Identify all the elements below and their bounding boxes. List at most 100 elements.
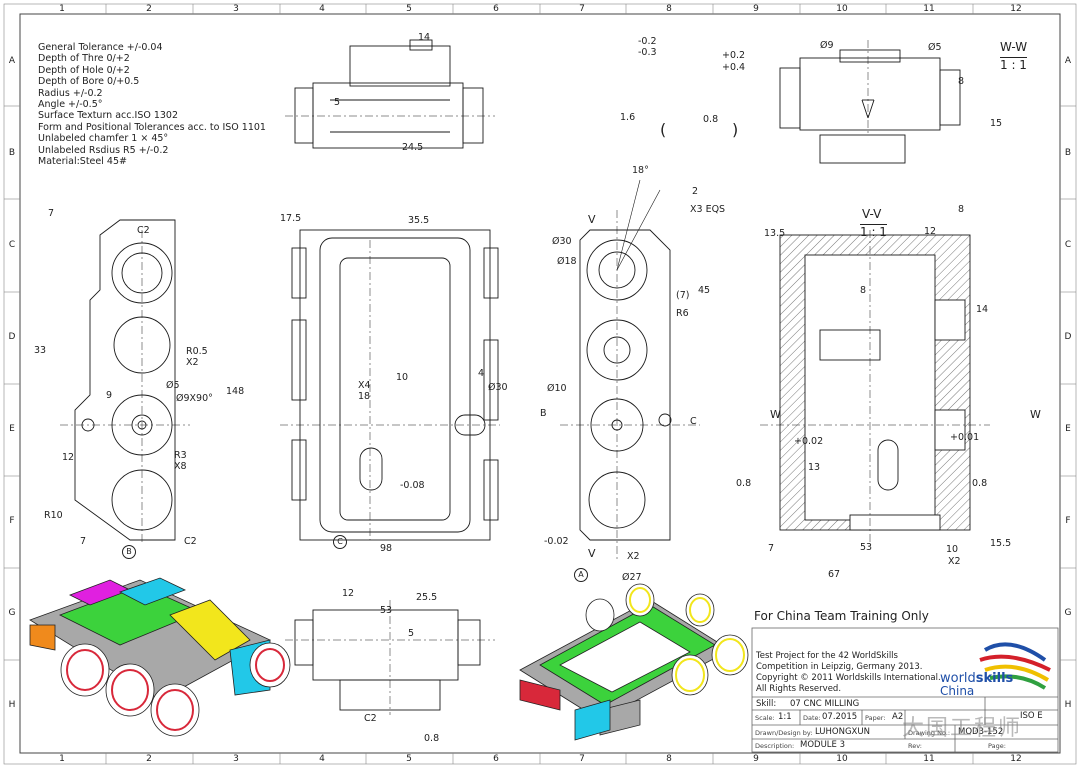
designer-label: Drawn/Design by: — [755, 729, 813, 737]
dim-label: -0.02 — [544, 536, 569, 547]
dim-label: X2 — [186, 357, 199, 368]
grid-row-g: G — [8, 608, 16, 618]
dim-label: X4 — [358, 380, 371, 391]
grid-row-d-right: D — [1064, 332, 1072, 342]
dim-label: 8 — [860, 285, 867, 296]
grid-ticks — [4, 4, 1076, 764]
dim-label: 148 — [226, 386, 245, 397]
dim-label: 98 — [380, 543, 393, 554]
note-line: Angle +/-0.5° — [38, 99, 103, 111]
dim-label: 14 — [976, 304, 989, 315]
dim-label: 24.5 — [402, 142, 424, 153]
dim-label: 12 — [342, 588, 355, 599]
bottom-view — [285, 600, 495, 715]
worldskills-logo-graphic — [979, 642, 1051, 690]
dim-label: 7 — [80, 536, 87, 547]
dim-label: C2 — [364, 713, 377, 724]
dim-label: X3 EQS — [690, 204, 726, 215]
note-line: General Tolerance +/-0.04 — [38, 42, 163, 53]
dim-label: 8 — [958, 76, 965, 87]
grid-col-6: 6 — [493, 4, 499, 14]
dim-label: R3 — [174, 450, 187, 461]
dim-label: C2 — [184, 536, 197, 547]
grid-row-d: D — [8, 332, 16, 342]
project-line: Test Project for the 42 WorldSkills — [756, 651, 898, 661]
dim-label: 18 — [358, 391, 371, 402]
grid-row-e-right: E — [1065, 424, 1071, 434]
grid-col-4-bottom: 4 — [319, 754, 325, 764]
paper-label: Paper: — [865, 714, 886, 722]
note-line: Material:Steel 45# — [38, 156, 127, 168]
datum-b: B — [122, 545, 136, 559]
dim-label: 0.8 — [424, 733, 440, 744]
section-ww-view — [779, 40, 961, 164]
note-line: Form and Positional Tolerances acc. to I… — [38, 121, 266, 133]
section-vv-scale: 1 : 1 — [860, 224, 887, 239]
note-line: Radius +/-0.2 — [38, 87, 103, 99]
dim-label: 7 — [48, 208, 55, 219]
grid-row-f: F — [9, 516, 15, 526]
banner-text: For China Team Training Only — [754, 609, 929, 623]
dim-label: 0.8 — [972, 478, 988, 489]
drawing-no-label: Drawing No.: — [908, 729, 951, 737]
grid-col-12-bottom: 12 — [1010, 754, 1022, 764]
dim-label: 15.5 — [990, 538, 1012, 549]
datum-a: A — [574, 568, 588, 582]
grid-col-10-bottom: 10 — [836, 754, 848, 764]
grid-col-10: 10 — [836, 4, 848, 14]
project-line: Copyright © 2011 Worldskills Internation… — [756, 673, 941, 683]
dim-label: 0.8 — [736, 478, 752, 489]
dim-label: R6 — [676, 308, 689, 319]
grid-col-2: 2 — [146, 4, 152, 14]
dim-label: Ø30 — [552, 236, 572, 247]
rev-label: Rev: — [908, 742, 922, 750]
dim-label: Ø5 — [166, 380, 180, 391]
grid-col-5: 5 — [406, 4, 412, 14]
grid-row-c-right: C — [1064, 240, 1072, 250]
note-line: Surface Texturn acc.ISO 1302 — [38, 110, 179, 122]
dim-label: 12 — [924, 226, 937, 237]
project-line: All Rights Reserved. — [756, 684, 842, 694]
dim-label: Ø9X90° — [176, 393, 213, 404]
tolerance-note-4: +0.4 — [722, 62, 746, 73]
dim-label: 5 — [334, 97, 341, 108]
right-view — [560, 179, 700, 560]
surface-roughness-other: 0.8 — [703, 114, 719, 125]
left-view — [60, 219, 190, 545]
grid-row-h: H — [8, 700, 16, 710]
dim-label: Ø30 — [488, 382, 508, 393]
dim-label: 18° — [632, 165, 649, 176]
dim-label: 13 — [808, 462, 821, 473]
top-view — [285, 39, 495, 149]
logo-word-china: China — [940, 684, 975, 698]
worldskills-logo-text: worldskills China — [940, 671, 1014, 698]
page-label: Page: — [988, 742, 1006, 750]
skill-label: Skill: — [756, 699, 777, 709]
dim-label: B — [540, 408, 547, 419]
grid-row-a: A — [8, 56, 16, 66]
dim-label: (7) — [676, 290, 690, 301]
grid-col-3: 3 — [233, 4, 239, 14]
general-notes: General Tolerance +/-0.04 Depth of Thre … — [38, 42, 266, 167]
grid-row-h-right: H — [1064, 700, 1072, 710]
note-line: Depth of Bore 0/+0.5 — [38, 76, 140, 88]
grid-col-12: 12 — [1010, 4, 1022, 14]
dim-label: 4 — [478, 368, 485, 379]
logo-word-world: world — [940, 671, 976, 686]
title-block-frame — [751, 627, 1059, 753]
logo-word-skills: skills — [975, 671, 1014, 686]
grid-col-3-bottom: 3 — [233, 754, 239, 764]
note-line: Unlabeled chamfer 1 × 45° — [38, 133, 169, 145]
dim-label: C2 — [137, 225, 150, 236]
dim-label: C — [690, 416, 697, 427]
dim-label: 5 — [408, 628, 415, 639]
dim-label: 14 — [418, 32, 431, 43]
dim-label: +0.02 — [794, 436, 824, 447]
dim-label: R0.5 — [186, 346, 208, 357]
dim-label: 12 — [62, 452, 75, 463]
datum-c: C — [333, 535, 347, 549]
dim-label: 35.5 — [408, 215, 430, 226]
grid-row-b-right: B — [1064, 148, 1072, 158]
